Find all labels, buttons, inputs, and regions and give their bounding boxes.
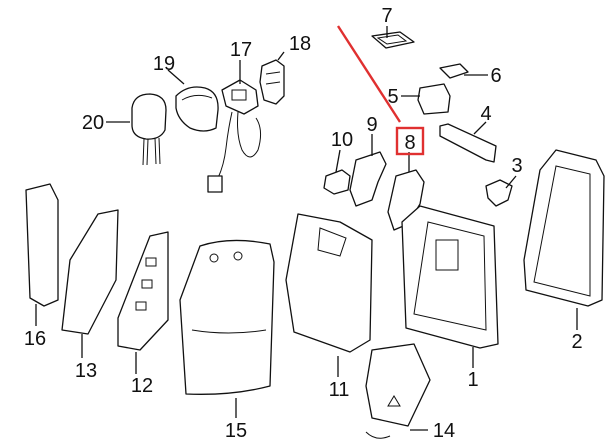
callout-16: 16 xyxy=(24,328,46,350)
callout-17: 17 xyxy=(230,39,252,61)
callout-11: 11 xyxy=(329,379,350,401)
part-11-seat-back-pad xyxy=(285,213,373,353)
part-10-clip xyxy=(323,169,351,195)
part-12-frame-bracket xyxy=(117,231,169,351)
part-6-clip xyxy=(439,63,469,79)
callout-18: 18 xyxy=(289,33,311,55)
part-15-seat-back-cover xyxy=(179,239,275,395)
part-17-latch-cable xyxy=(207,79,262,193)
callout-6: 6 xyxy=(490,65,501,87)
callout-2: 2 xyxy=(571,331,582,353)
highlight-box xyxy=(395,126,425,156)
leader-4 xyxy=(473,121,487,135)
leader-10 xyxy=(335,149,341,173)
highlight-pointer xyxy=(336,25,402,123)
part-5-bracket xyxy=(417,83,451,115)
callout-5: 5 xyxy=(387,86,398,108)
callout-20: 20 xyxy=(82,112,104,134)
leader-3 xyxy=(505,175,517,189)
part-19-headrest-pad xyxy=(175,86,219,132)
callout-19: 19 xyxy=(153,53,175,75)
part-16-trim-panel xyxy=(25,183,59,307)
part-14-pad xyxy=(365,343,431,439)
part-4-bar xyxy=(439,123,497,163)
leader-19 xyxy=(167,69,185,85)
part-9-hinge-cover xyxy=(349,151,387,207)
part-20-headrest xyxy=(131,93,167,166)
callout-3: 3 xyxy=(511,155,522,177)
part-13-bolster xyxy=(61,209,119,335)
callout-12: 12 xyxy=(131,375,153,397)
part-3-bracket xyxy=(485,179,513,207)
callout-8: 8 xyxy=(404,132,415,154)
callout-10: 10 xyxy=(331,129,353,151)
callout-4: 4 xyxy=(480,103,491,125)
part-18-bracket xyxy=(259,59,285,105)
leader-18 xyxy=(277,51,285,61)
part-1-seat-back-frame xyxy=(401,205,499,349)
callout-13: 13 xyxy=(75,360,97,382)
callout-1: 1 xyxy=(467,369,478,391)
callout-7: 7 xyxy=(381,5,392,27)
callout-15: 15 xyxy=(225,420,247,442)
part-2-rear-panel xyxy=(523,149,605,307)
callout-9: 9 xyxy=(366,114,377,136)
callout-14: 14 xyxy=(433,420,455,442)
part-7-cover xyxy=(371,31,415,49)
